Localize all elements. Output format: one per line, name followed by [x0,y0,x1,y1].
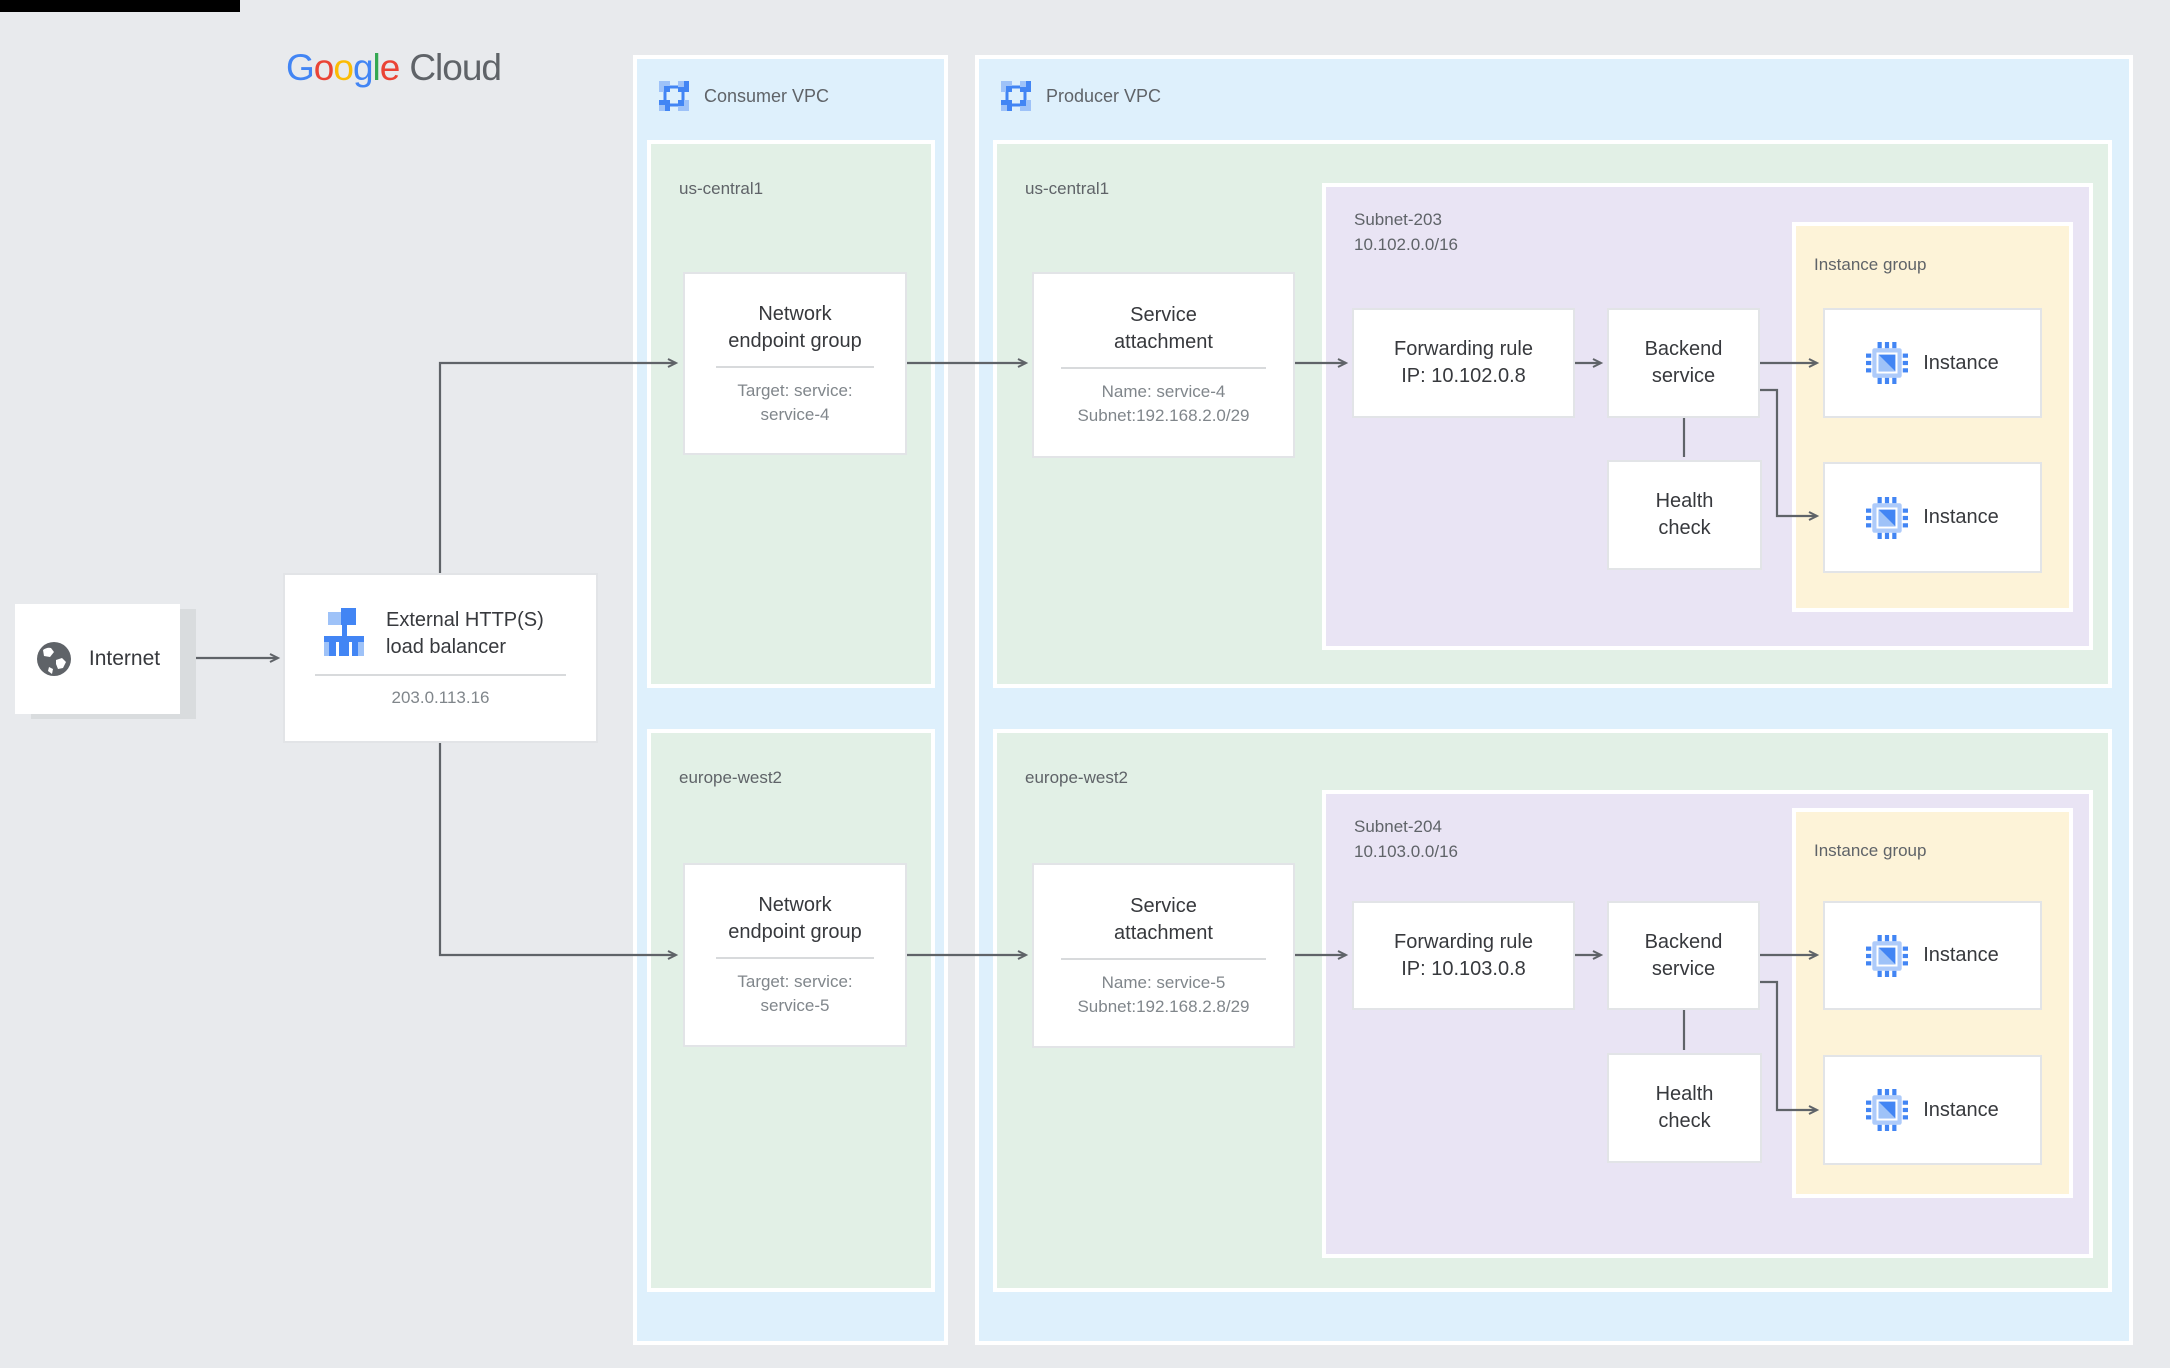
region-label: europe-west2 [1025,768,1129,787]
instance-icon [1866,342,1909,384]
service-attachment-title: Service attachment [1114,894,1213,944]
subnet-name: Subnet-204 [1354,817,1442,836]
instance-icon [1866,1089,1909,1131]
neg-target-service: service-5 [760,996,830,1015]
instance-group-label: Instance group [1814,841,1927,860]
instance-icon [1866,496,1909,539]
vpc-icon [1001,81,1031,111]
load-balancer-ip: 203.0.113.16 [391,687,490,707]
neg-target: Target: service: [737,380,853,400]
globe-icon [36,642,71,676]
region-label: us-central1 [1025,179,1110,198]
logo-letter: o [313,47,335,88]
logo-cloud-text: Cloud [409,47,502,88]
network-endpoint-group-node: Network endpoint group Target: service: … [683,272,907,455]
subnet-cidr: 10.103.0.0/16 [1354,842,1458,861]
neg-title: Network endpoint group [728,894,862,943]
backend-service-label: Backend service [1644,338,1723,387]
instance-label: Instance [1923,351,1999,374]
backend-service-label: Backend service [1644,930,1723,980]
logo-letter: G [286,47,315,88]
subnet-cidr: 10.102.0.0/16 [1354,235,1458,254]
service-attachment-title: Service attachment [1114,304,1213,353]
service-attachment-node: Service attachment Name: service-4 Subne… [1032,272,1295,458]
bottom-white-strip [0,1368,2170,1372]
logo-letter: g [352,47,374,88]
logo-letter: o [333,47,354,88]
service-attachment-subnet: Subnet:192.168.2.8/29 [1077,996,1250,1016]
region-label: europe-west2 [679,768,783,787]
logo-letter: e [379,47,401,88]
forwarding-rule-title: Forwarding rule [1394,930,1533,953]
health-check-label: Health check [1655,1083,1714,1132]
health-check-label: Health check [1655,490,1714,539]
load-balancer-title: External HTTP(S) load balancer [386,608,544,658]
instance-node: Instance [1823,901,2042,1010]
instance-label: Instance [1923,1098,1999,1121]
forwarding-rule-node: Forwarding rule IP: 10.102.0.8 [1352,308,1575,418]
instance-node: Instance [1823,1055,2042,1165]
network-endpoint-group-node: Network endpoint group Target: service: … [683,863,907,1047]
region-label: us-central1 [679,179,764,198]
backend-service-node: Backend service [1607,901,1760,1010]
forwarding-rule-ip: IP: 10.102.0.8 [1401,365,1526,387]
internet-node: Internet [15,604,180,714]
backend-service-node: Backend service [1607,308,1760,418]
producer-vpc-label: Producer VPC [1046,85,1162,106]
load-balancer-icon [324,607,364,656]
forwarding-rule-ip: IP: 10.103.0.8 [1401,957,1526,980]
neg-title: Network endpoint group [728,302,862,352]
forwarding-rule-title: Forwarding rule [1394,338,1533,360]
health-check-node: Health check [1607,460,1762,570]
service-attachment-node: Service attachment Name: service-5 Subne… [1032,863,1295,1048]
load-balancer-node: External HTTP(S) load balancer 203.0.113… [283,573,598,743]
service-attachment-name: Name: service-5 [1101,972,1226,992]
subnet-name: Subnet-203 [1354,210,1442,229]
logo-letter: l [372,47,381,88]
vpc-icon [659,81,689,111]
service-attachment-subnet: Subnet:192.168.2.0/29 [1077,406,1250,425]
instance-label: Instance [1923,506,1999,528]
instance-node: Instance [1823,308,2042,418]
consumer-vpc-label: Consumer VPC [704,85,830,106]
neg-target: Target: service: [737,972,853,991]
internet-label: Internet [88,647,161,670]
top-left-black-bar [0,0,240,12]
instance-group-label: Instance group [1814,255,1927,274]
forwarding-rule-node: Forwarding rule IP: 10.103.0.8 [1352,901,1575,1010]
health-check-node: Health check [1607,1053,1762,1163]
instance-icon [1866,934,1909,977]
instance-label: Instance [1923,944,1999,966]
instance-node: Instance [1823,462,2042,573]
neg-target-service: service-4 [760,404,830,424]
producer-vpc-header: Producer VPC [1001,81,1161,111]
consumer-vpc-header: Consumer VPC [659,81,829,111]
service-attachment-name: Name: service-4 [1101,382,1226,401]
